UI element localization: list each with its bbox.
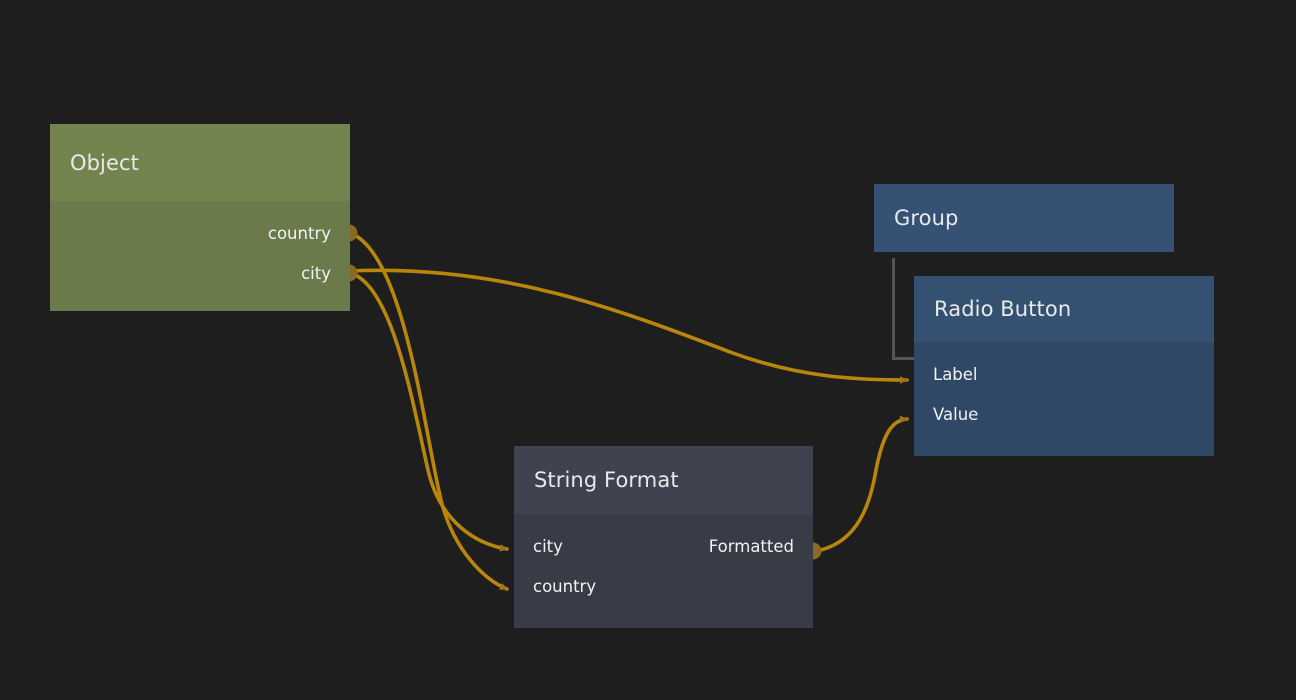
port-label-stringformat-country: country [533, 576, 597, 596]
wire-stringformat-formatted-to-radiobutton-value [819, 415, 909, 552]
port-row-radio-label[interactable]: Label [914, 354, 1214, 394]
port-label-radio-value: Value [933, 404, 979, 424]
node-string-format-title: String Format [534, 468, 679, 492]
node-object-body: country city [50, 201, 350, 311]
port-row-object-country[interactable]: country [50, 213, 350, 253]
node-group-header[interactable]: Group [874, 184, 1174, 252]
wire-object-country-to-stringformat-country [348, 231, 509, 591]
port-row-radio-value[interactable]: Value [914, 394, 1214, 434]
node-radio-button-header[interactable]: Radio Button [914, 276, 1214, 342]
wire-object-city-to-radiobutton-label [348, 268, 909, 384]
port-label-radio-label: Label [933, 364, 978, 384]
port-row-stringformat-country[interactable]: country [514, 566, 813, 606]
node-string-format-body: city Formatted country [514, 514, 813, 628]
node-object-title: Object [70, 150, 139, 175]
node-radio-button-body: Label Value [914, 342, 1214, 456]
node-object[interactable]: Object country city [50, 124, 350, 311]
node-string-format[interactable]: String Format city Formatted country [514, 446, 813, 628]
node-object-header[interactable]: Object [50, 124, 350, 201]
node-group[interactable]: Group [874, 184, 1174, 252]
port-label-object-country: country [267, 223, 331, 243]
port-row-object-city[interactable]: city [50, 253, 350, 293]
port-row-stringformat-city-formatted[interactable]: city Formatted [514, 526, 813, 566]
node-radio-button-title: Radio Button [934, 297, 1072, 321]
port-label-stringformat-formatted: Formatted [708, 536, 794, 556]
node-string-format-header[interactable]: String Format [514, 446, 813, 514]
node-group-title: Group [894, 206, 959, 230]
port-label-object-city: city [301, 263, 331, 283]
node-radio-button[interactable]: Radio Button Label Value [914, 276, 1214, 456]
wire-object-city-to-stringformat-city [348, 271, 509, 552]
port-label-stringformat-city: city [533, 536, 563, 556]
